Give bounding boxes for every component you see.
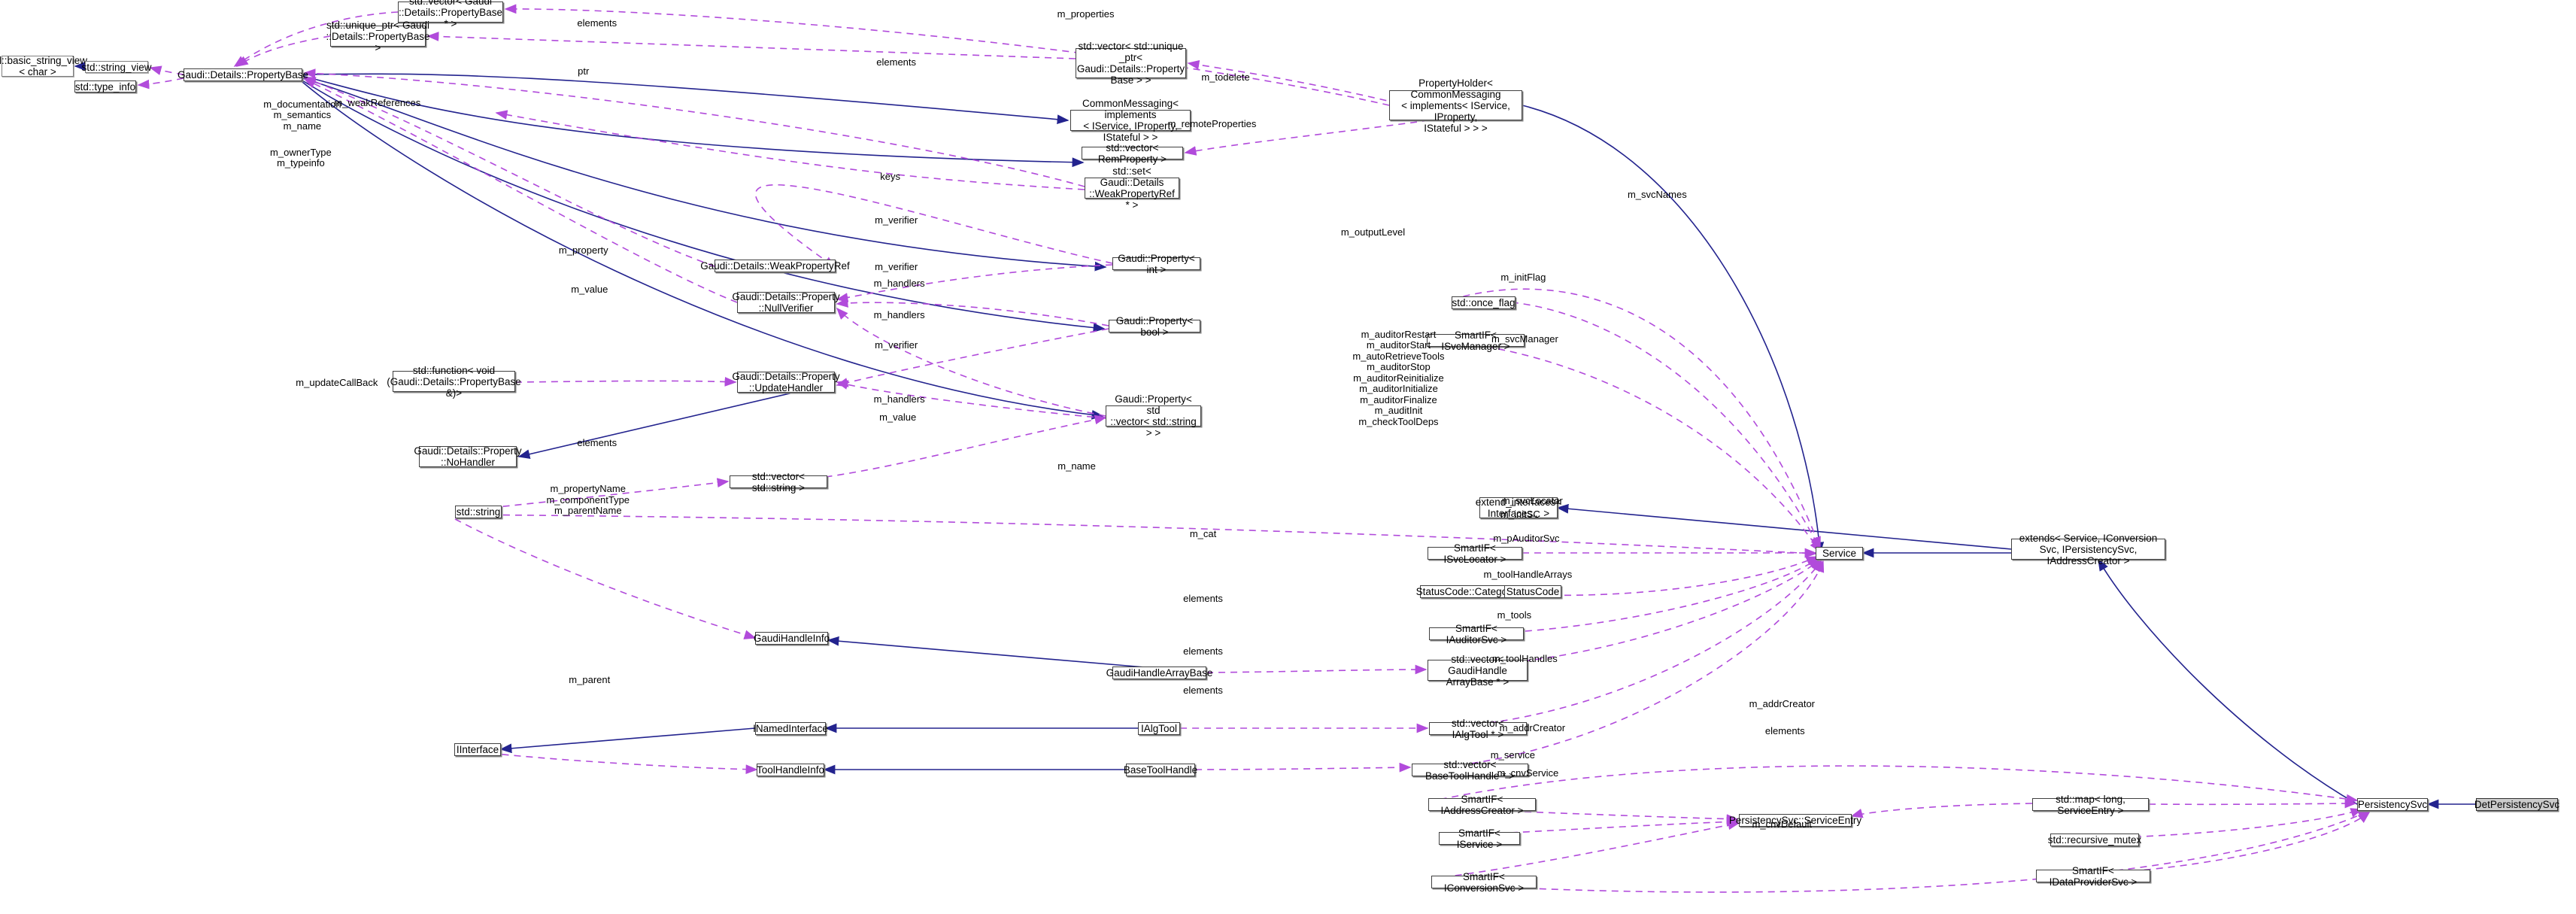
class-node-property_base[interactable]: Gaudi::Details::PropertyBase bbox=[177, 68, 309, 81]
class-node-unique_ptr_propertybase[interactable]: std::unique_ptr< Gaudi ::Details::Proper… bbox=[326, 19, 430, 53]
class-node-ialgtool[interactable]: IAlgTool bbox=[1138, 722, 1180, 735]
edge-label-lbl_elements_6: elements bbox=[1183, 685, 1223, 697]
class-node-vector_gaudihandlearraybase[interactable]: std::vector< GaudiHandle ArrayBase * > bbox=[1428, 654, 1528, 688]
class-node-smartif_idataprovidersvc[interactable]: SmartIF< IDataProviderSvc > bbox=[2036, 865, 2150, 888]
class-node-service[interactable]: Service bbox=[1816, 547, 1863, 560]
edge-label-lbl_m_property: m_property bbox=[558, 244, 608, 256]
class-node-extends_service[interactable]: extends< Service, IConversion Svc, IPers… bbox=[2011, 533, 2165, 566]
class-node-recursive_mutex[interactable]: std::recursive_mutex bbox=[2047, 834, 2142, 846]
edge-label-lbl_m_outputlevel: m_outputLevel bbox=[1340, 226, 1406, 238]
edge-label-lbl_m_updatecallback: m_updateCallBack bbox=[296, 376, 378, 388]
edge-label-lbl_ptr: ptr bbox=[578, 65, 590, 77]
class-node-smartif_iaddresscreator[interactable]: SmartIF< IAddressCreator > bbox=[1428, 794, 1536, 816]
class-node-smartif_iservice[interactable]: SmartIF< IService > bbox=[1439, 827, 1520, 850]
class-node-persistencysvc[interactable]: PersistencySvc bbox=[2357, 798, 2428, 811]
edge-label-lbl_m_handlers_1: m_handlers bbox=[873, 277, 925, 289]
edge-label-lbl_elements_5: elements bbox=[1183, 645, 1223, 657]
edge-label-lbl_m_properties: m_properties bbox=[1057, 8, 1115, 20]
class-node-vector_remproperty[interactable]: std::vector< RemProperty > bbox=[1082, 142, 1183, 165]
edge-label-lbl_m_cat: m_cat bbox=[1189, 528, 1217, 540]
class-node-update_handler[interactable]: Gaudi::Details::Property ::UpdateHandler bbox=[732, 371, 840, 393]
edge-label-lbl_m_handlers_2: m_handlers bbox=[873, 308, 925, 320]
edge-label-lbl_m_toolhandlearrays: m_toolHandleArrays bbox=[1483, 569, 1573, 581]
edge-label-lbl_m_value_1: m_value bbox=[571, 283, 608, 295]
edge-label-lbl_m_initflag: m_initFlag bbox=[1500, 271, 1546, 283]
class-node-set_weakpropertyref[interactable]: std::set< Gaudi::Details ::WeakPropertyR… bbox=[1085, 165, 1179, 211]
class-node-statuscode[interactable]: StatusCode bbox=[1504, 585, 1561, 598]
class-node-common_messaging[interactable]: CommonMessaging< implements < IService, … bbox=[1070, 98, 1191, 143]
class-node-std_function_void[interactable]: std::function< void (Gaudi::Details::Pro… bbox=[387, 364, 521, 399]
class-node-inamed_interface[interactable]: INamedInterface bbox=[753, 722, 828, 735]
class-node-smartif_iauditorsvc[interactable]: SmartIF< IAuditorSvc > bbox=[1429, 623, 1524, 645]
edge-label-lbl_m_value_2: m_value bbox=[879, 411, 917, 423]
edge-label-lbl_m_documentation: m_documentation m_semantics m_name bbox=[263, 98, 341, 132]
edge-label-lbl_m_verifier_2: m_verifier bbox=[875, 260, 918, 272]
class-node-property_vec_string[interactable]: Gaudi::Property< std ::vector< std::stri… bbox=[1106, 393, 1201, 439]
class-node-once_flag[interactable]: std::once_flag bbox=[1452, 296, 1516, 309]
class-node-vector_unique_ptr_propertybase[interactable]: std::vector< std::unique _ptr< Gaudi::De… bbox=[1076, 41, 1186, 86]
edge-label-lbl_m_svcnames: m_svcNames bbox=[1627, 188, 1687, 200]
edge-label-lbl_m_tools: m_tools bbox=[1497, 609, 1532, 621]
class-node-extend_interfaces[interactable]: extend_interfaces< Interfaces... > bbox=[1475, 496, 1562, 519]
edge-label-lbl_elements_3: elements bbox=[577, 436, 617, 448]
edge-label-lbl_m_handlers_3: m_handlers bbox=[873, 393, 925, 405]
class-node-property_bool[interactable]: Gaudi::Property< bool > bbox=[1109, 315, 1200, 338]
edge-label-lbl_m_verifier_1: m_verifier bbox=[875, 214, 918, 226]
class-node-smartif_isvclocator[interactable]: SmartIF< ISvcLocator > bbox=[1428, 542, 1522, 565]
edge-label-lbl_m_weakreferences: m_weakReferences bbox=[334, 96, 421, 108]
class-node-tool_handle_info[interactable]: ToolHandleInfo bbox=[756, 764, 825, 776]
class-node-base_tool_handle[interactable]: BaseToolHandle bbox=[1123, 764, 1198, 776]
class-node-string_view[interactable]: std::string_view bbox=[81, 61, 152, 73]
class-node-std_string[interactable]: std::string bbox=[455, 506, 502, 518]
edge-label-lbl_elements_7: elements bbox=[1764, 725, 1805, 737]
class-node-gaudi_handle_array_base[interactable]: GaudiHandleArrayBase bbox=[1106, 667, 1213, 679]
edge-label-lbl_m_ownertype: m_ownerType m_typeinfo bbox=[270, 146, 332, 169]
class-node-weak_property_ref[interactable]: Gaudi::Details::WeakPropertyRef bbox=[700, 260, 850, 272]
edge-label-lbl_m_addrcreator_1: m_addrCreator bbox=[1749, 698, 1816, 710]
class-node-no_handler[interactable]: Gaudi::Details::Property ::NoHandler bbox=[414, 445, 522, 468]
class-node-vector_basetoolhandle[interactable]: std::vector< BaseToolHandle * > bbox=[1412, 759, 1528, 782]
class-node-property_holder[interactable]: PropertyHolder< CommonMessaging < implem… bbox=[1389, 77, 1522, 134]
class-node-iinterface[interactable]: IInterface bbox=[454, 743, 501, 756]
edge-label-lbl_m_verifier_3: m_verifier bbox=[875, 339, 918, 351]
class-node-detpersistencysvc[interactable]: DetPersistencySvc bbox=[2474, 798, 2560, 811]
edge-label-lbl_elements_2: elements bbox=[876, 56, 917, 68]
edge-label-lbl_m_name: m_name bbox=[1057, 460, 1096, 472]
class-node-type_info[interactable]: std::type_info bbox=[74, 80, 136, 93]
class-node-vector_propertybase_ptr[interactable]: std::vector< Gaudi ::Details::PropertyBa… bbox=[398, 0, 503, 29]
class-node-gaudi_handle_info[interactable]: GaudiHandleInfo bbox=[753, 632, 830, 645]
edge-label-lbl_m_parent: m_parent bbox=[569, 674, 611, 686]
class-node-property_int[interactable]: Gaudi::Property< int > bbox=[1112, 253, 1200, 275]
edge-label-lbl_elements_1: elements bbox=[577, 17, 617, 29]
edge-label-lbl_m_todelete: m_todelete bbox=[1201, 71, 1250, 83]
class-node-map_long_serviceentry[interactable]: std::map< long, ServiceEntry > bbox=[2032, 794, 2149, 816]
class-node-null_verifier[interactable]: Gaudi::Details::Property ::NullVerifier bbox=[732, 291, 840, 314]
class-node-smartif_iconversionsvc[interactable]: SmartIF< IConversionSvc > bbox=[1431, 871, 1537, 894]
edge-label-lbl_m_propertyname: m_propertyName m_componentType m_parentN… bbox=[546, 483, 630, 517]
edge-label-lbl_keys: keys bbox=[880, 170, 901, 182]
class-node-persistencysvc_serviceentry[interactable]: PersistencySvc::ServiceEntry bbox=[1728, 814, 1862, 827]
edge-label-lbl_elements_4: elements bbox=[1183, 593, 1223, 605]
class-node-vector_ialgtool[interactable]: std::vector< IAlgTool * > bbox=[1429, 718, 1527, 740]
class-node-statuscode_category[interactable]: StatusCode::Category bbox=[1415, 585, 1516, 598]
class-node-smartif_isvcmanager[interactable]: SmartIF< ISvcManager > bbox=[1427, 329, 1525, 352]
class-node-basic_string_view[interactable]: std::basic_string_view < char > bbox=[0, 55, 88, 77]
class-node-vector_string[interactable]: std::vector< std::string > bbox=[730, 471, 827, 493]
